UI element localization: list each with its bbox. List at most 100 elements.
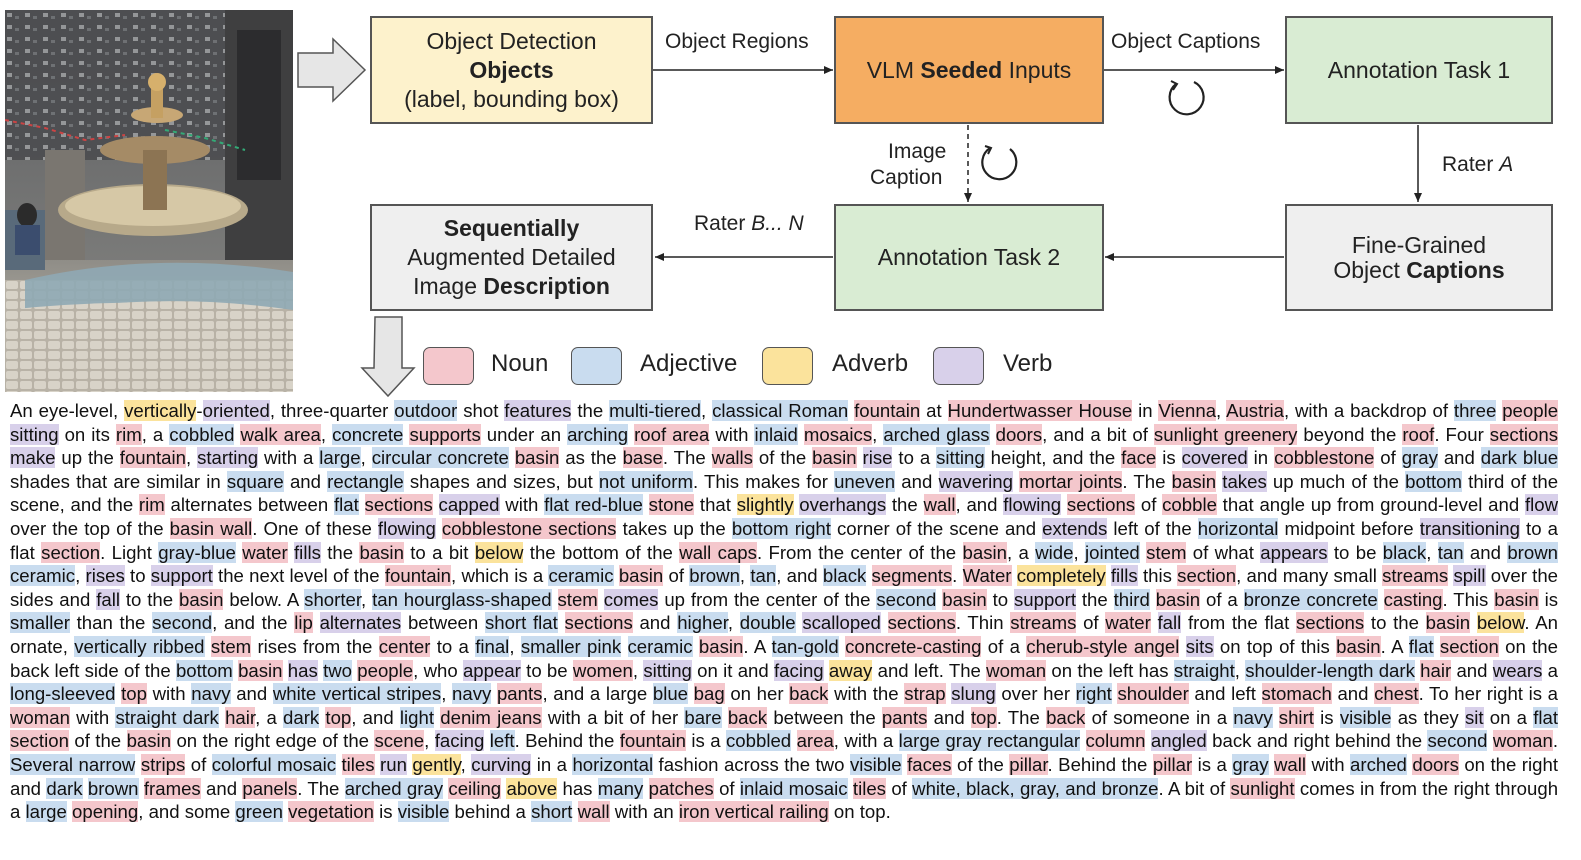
legend-adjective-label: Adjective (640, 350, 738, 377)
verb-highlight: angled (1150, 730, 1207, 752)
adjective-highlight: uneven (834, 470, 896, 492)
verb-highlight: wears (1492, 659, 1543, 681)
noun-highlight: vegetation (288, 801, 374, 823)
noun-highlight: basin (812, 447, 857, 469)
node-text-bold: Seeded (920, 56, 1003, 83)
adjective-highlight: arched (1350, 753, 1407, 775)
adjective-highlight: left (489, 730, 515, 752)
noun-highlight: woman (10, 706, 70, 728)
rater-a-label: Rater A (1442, 153, 1513, 177)
noun-highlight: section (10, 730, 69, 752)
noun-highlight: bag (693, 683, 725, 705)
adjective-highlight: circular concrete (371, 447, 509, 469)
object-detection-node: Object Detection Objects (label, boundin… (370, 16, 653, 124)
noun-highlight: iron vertical railing (678, 801, 829, 823)
node-text: Annotation Task 1 (1327, 56, 1511, 83)
adjective-highlight: inlaid mosaic (739, 777, 848, 799)
annotation-task-2-node: Annotation Task 2 (834, 204, 1104, 311)
node-text: Inputs (1002, 56, 1072, 83)
adjective-highlight: second (152, 612, 213, 634)
adjective-highlight: right (1075, 683, 1112, 705)
noun-highlight: face (1121, 447, 1157, 469)
noun-highlight: sections (1066, 494, 1136, 516)
adjective-highlight: long-sleeved (10, 683, 116, 705)
noun-highlight: panels (242, 777, 298, 799)
verb-highlight: overhangs (799, 494, 887, 516)
noun-highlight: tiles (341, 753, 375, 775)
node-line-bold: Objects (469, 56, 554, 83)
adjective-highlight: bare (684, 706, 722, 728)
verb-highlight: flow (1524, 494, 1559, 516)
noun-highlight: rim (115, 423, 142, 445)
verb-highlight: transitioning (1419, 517, 1520, 539)
adjective-highlight: many (597, 777, 644, 799)
node-text: VLM (866, 56, 921, 83)
verb-highlight: features (504, 400, 572, 421)
node-text: Object (1333, 256, 1407, 283)
adjective-highlight: cobbled (726, 730, 792, 752)
adjective-highlight: arched gray (344, 777, 444, 799)
adverb-highlight: away (828, 659, 873, 681)
noun-highlight: stem (1146, 541, 1187, 563)
legend-adverb-label: Adverb (832, 350, 909, 377)
noun-highlight: basin (618, 565, 664, 587)
noun-highlight: cherub-style angel (1026, 635, 1180, 657)
adjective-highlight: concrete (332, 423, 404, 445)
photo-to-detection-arrow (297, 37, 367, 103)
noun-highlight: back (789, 683, 829, 705)
noun-highlight: center (378, 635, 431, 657)
adjective-highlight: dark blue (1480, 447, 1559, 469)
adjective-highlight: rectangle (327, 470, 404, 492)
noun-highlight: pants (881, 706, 928, 728)
adjective-highlight: jointed (1084, 541, 1140, 563)
node-line: Object Detection (426, 27, 597, 54)
adjective-highlight: second (1427, 730, 1488, 752)
verb-highlight: spill (1453, 565, 1486, 587)
legend-verb-swatch (933, 347, 984, 385)
noun-highlight: hair (225, 706, 256, 728)
noun-highlight: cobblestone (1274, 447, 1375, 469)
noun-highlight: segments (871, 565, 953, 587)
noun-highlight: basin (962, 541, 1007, 563)
noun-highlight: pillar (1152, 753, 1193, 775)
noun-highlight: Austria (1226, 400, 1284, 421)
noun-highlight: sections (887, 612, 956, 634)
verb-highlight: sits (1185, 635, 1214, 657)
noun-highlight: sections (564, 612, 633, 634)
noun-highlight: top (121, 683, 147, 705)
rater-a-letter: A (1499, 153, 1514, 176)
verb-highlight: sitting (643, 659, 692, 681)
adjective-highlight: arched glass (883, 423, 990, 445)
rater-a-prefix: Rater (1442, 153, 1500, 176)
noun-highlight: sunlight greenery (1153, 423, 1298, 445)
adjective-highlight: white vertical stripes (272, 683, 442, 705)
legend-adjective-swatch (571, 347, 622, 385)
adjective-highlight: tan (750, 565, 777, 587)
adjective-highlight: dark (283, 706, 320, 728)
adjective-highlight: arching (567, 423, 629, 445)
noun-highlight: pillar (1009, 753, 1048, 775)
rater-bn-label: Rater B... N (694, 212, 804, 236)
noun-highlight: section (1439, 635, 1499, 657)
adjective-highlight: shorter (304, 588, 361, 610)
adjective-highlight: vertically ribbed (74, 635, 205, 657)
verb-highlight: facing (774, 659, 824, 681)
adjective-highlight: multi-tiered (609, 400, 702, 421)
noun-highlight: stem (557, 588, 598, 610)
noun-highlight: top (325, 706, 352, 728)
adjective-highlight: visible (397, 801, 450, 823)
adjective-highlight: smaller (10, 612, 70, 634)
verb-highlight: capped (438, 494, 500, 516)
verb-highlight: takes (1222, 470, 1267, 492)
adjective-highlight: navy (452, 683, 492, 705)
adjective-highlight: final (475, 635, 510, 657)
noun-highlight: walk area (240, 423, 321, 445)
legend-verb-label: Verb (1003, 350, 1053, 377)
adjective-highlight: navy (191, 683, 231, 705)
noun-highlight: ceiling (448, 777, 502, 799)
noun-highlight: shirt (1278, 706, 1314, 728)
adjective-highlight: third (1113, 588, 1150, 610)
node-text-bold: Description (483, 273, 610, 299)
noun-highlight: roof (1402, 423, 1435, 445)
noun-highlight: pants (496, 683, 543, 705)
